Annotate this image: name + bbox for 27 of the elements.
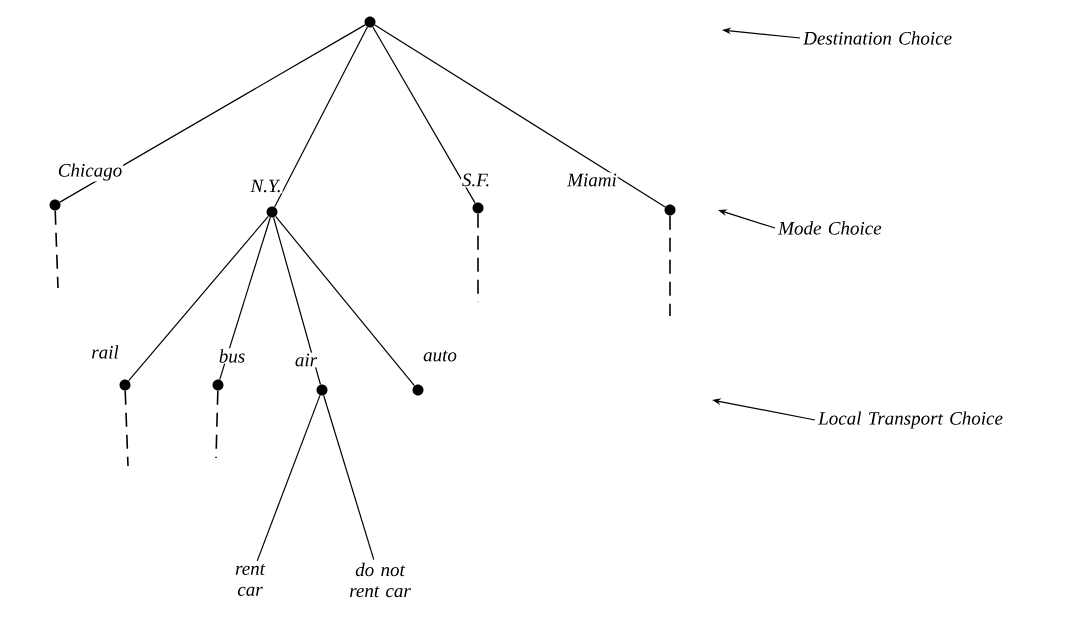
branch-line bbox=[274, 26, 368, 208]
choice-label: rent car bbox=[235, 564, 266, 596]
dashed-stub bbox=[215, 389, 219, 459]
branch-line bbox=[256, 394, 321, 562]
edge-label: auto bbox=[422, 349, 458, 363]
choice-label: Local Transport Choice bbox=[818, 411, 1003, 429]
branch-line bbox=[372, 26, 476, 204]
branch-line bbox=[323, 394, 375, 561]
dashed-stub bbox=[54, 209, 59, 289]
edge-label: Miami bbox=[566, 172, 618, 188]
dashed-stub bbox=[669, 214, 671, 317]
dashed-stub bbox=[124, 389, 129, 467]
branch-line bbox=[128, 215, 269, 382]
branch-line bbox=[272, 216, 322, 386]
edge-label: rail bbox=[90, 344, 120, 360]
branch-line bbox=[59, 24, 366, 203]
edge-label: N.Y. bbox=[249, 178, 283, 194]
edge-label: air bbox=[293, 352, 319, 368]
choice-label: Destination Choice bbox=[803, 31, 952, 45]
choice-label: Mode Choice bbox=[778, 221, 882, 235]
branch-line bbox=[275, 215, 415, 387]
edge-label: S.F. bbox=[460, 172, 492, 188]
edge-label: Chicago bbox=[56, 162, 124, 182]
choice-label: do not rent car bbox=[350, 562, 411, 598]
edge-label: bus bbox=[217, 348, 247, 364]
branch-line bbox=[219, 216, 271, 381]
branch-line bbox=[374, 24, 666, 208]
